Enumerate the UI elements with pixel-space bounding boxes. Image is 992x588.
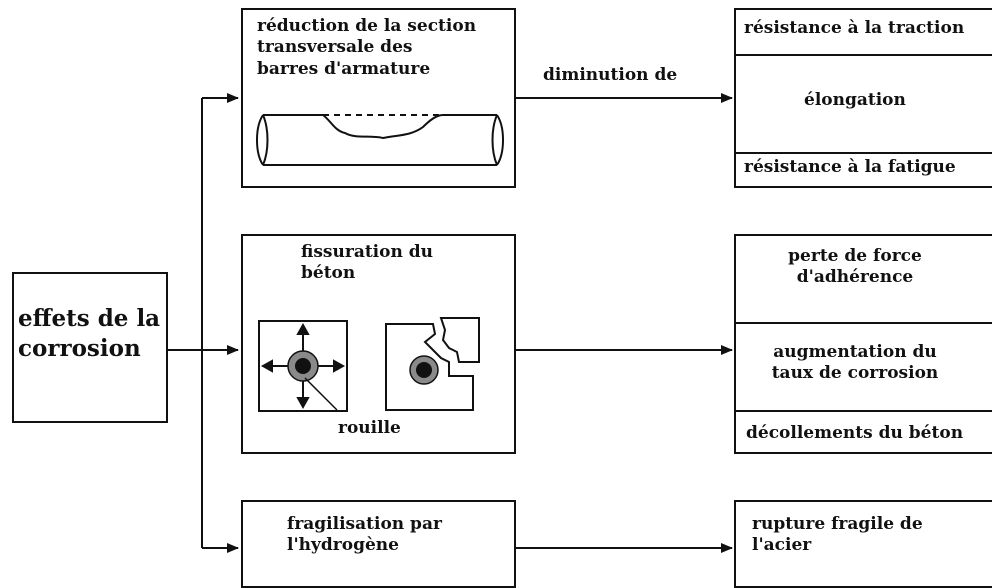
corroded-rebar-icon <box>256 114 504 166</box>
rust-label: rouille <box>338 418 401 438</box>
effect-top-line1: réduction de la section <box>257 16 477 36</box>
effect-box-section-reduction: réduction de la section transversale des… <box>241 8 516 188</box>
effect-mid-line2: béton <box>301 263 356 284</box>
result-mid-divider1 <box>736 322 992 324</box>
result-top-row2: élongation <box>804 90 906 110</box>
result-mid-row1-line2: d'adhérence <box>796 267 914 288</box>
arrow-label-diminution: diminution de <box>543 65 678 85</box>
result-bottom-line1: rupture fragile de <box>752 514 923 534</box>
effect-bottom-line1: fragilisation par <box>287 514 442 534</box>
result-top-divider2 <box>736 152 992 154</box>
rust-pointer-line <box>304 377 338 411</box>
rust-expansion-icon <box>258 320 348 412</box>
effect-top-line3: barres d'armature <box>257 58 431 79</box>
result-mid-row2-line2: taux de corrosion <box>771 363 939 384</box>
result-box-mechanical-properties: résistance à la traction élongation rési… <box>734 8 992 188</box>
result-box-bond-loss: perte de force d'adhérence augmentation … <box>734 234 992 454</box>
result-mid-row2-line1: augmentation du <box>773 342 937 362</box>
result-top-row1: résistance à la traction <box>744 18 965 38</box>
result-mid-row1-line1: perte de force <box>788 246 922 266</box>
root-box-corrosion-effects: effets de la corrosion <box>12 272 168 423</box>
result-bottom-line2: l'acier <box>752 535 812 556</box>
effect-bottom-line2: l'hydrogène <box>287 535 399 556</box>
result-top-row3: résistance à la fatigue <box>744 157 956 177</box>
root-label-line2: corrosion <box>18 334 141 362</box>
cracked-concrete-icon <box>385 317 480 411</box>
result-mid-row3: décollements du béton <box>746 423 964 443</box>
effect-box-concrete-cracking: fissuration du béton rouille <box>241 234 516 454</box>
effect-mid-line1: fissuration du <box>301 242 434 262</box>
root-label-line1: effets de la <box>18 305 161 332</box>
result-box-brittle-failure: rupture fragile de l'acier <box>734 500 992 588</box>
effect-top-line2: transversale des <box>257 37 413 58</box>
effect-box-hydrogen-embrittlement: fragilisation par l'hydrogène <box>241 500 516 588</box>
result-mid-divider2 <box>736 410 992 412</box>
result-top-divider1 <box>736 54 992 56</box>
